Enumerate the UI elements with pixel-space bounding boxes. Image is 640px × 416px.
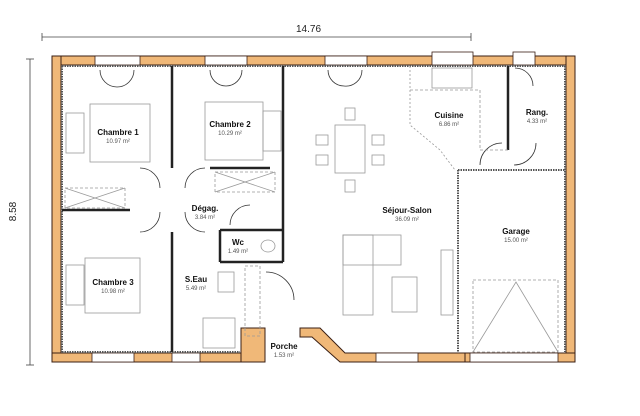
room-area: 6.86 m² <box>438 122 460 128</box>
toilet <box>260 239 276 253</box>
room-area: 15.00 m² <box>504 238 528 244</box>
tv-unit <box>440 249 454 316</box>
furniture <box>64 66 559 353</box>
room-name: S.Eau <box>184 275 208 284</box>
room-name: Chambre 3 <box>92 278 134 287</box>
height-dimension: 8.58 <box>8 201 20 222</box>
room-area: 10.98 m² <box>101 289 125 295</box>
room-name: Wc <box>232 238 244 247</box>
room-name: Chambre 1 <box>97 128 139 137</box>
doors <box>99 67 537 301</box>
washbasin <box>217 271 235 293</box>
room-area: 3.84 m² <box>194 215 216 221</box>
garage-door <box>472 279 559 353</box>
dimension-lines <box>26 33 472 366</box>
insulation-lines <box>61 65 566 353</box>
room-area: 10.29 m² <box>218 131 242 137</box>
windows <box>91 51 559 363</box>
room-wc: Wc 1.49 m² <box>228 238 248 255</box>
room-porche: Porche 1.53 m² <box>270 342 297 359</box>
room-chambre-1: Chambre 1 10.97 m² <box>97 128 138 145</box>
room-rangement: Rang. 4.33 m² <box>526 108 548 125</box>
room-area: 4.33 m² <box>526 119 548 125</box>
room-name: Chambre 2 <box>209 120 251 129</box>
dining-table <box>334 124 366 174</box>
interior-walls <box>62 66 510 352</box>
shower <box>202 317 236 349</box>
exterior-walls <box>51 55 576 363</box>
room-name: Rang. <box>525 108 549 117</box>
sofa <box>342 234 374 316</box>
room-area: 1.53 m² <box>273 353 295 359</box>
room-area: 10.97 m² <box>106 139 130 145</box>
bed-chambre-1 <box>89 103 151 163</box>
sink <box>431 67 473 89</box>
room-cuisine: Cuisine 6.86 m² <box>435 111 464 128</box>
coffee-table <box>391 276 418 313</box>
width-dimension: 14.76 <box>296 24 322 35</box>
room-name: Garage <box>502 227 530 236</box>
room-chambre-2: Chambre 2 10.29 m² <box>209 120 250 137</box>
room-name: Dégag. <box>191 204 219 213</box>
room-sejour-salon: Séjour-Salon 36.09 m² <box>382 206 431 223</box>
room-chambre-3: Chambre 3 10.98 m² <box>92 278 133 295</box>
room-area: 1.49 m² <box>227 249 249 255</box>
room-salle-eau: S.Eau 5.49 m² <box>185 275 207 292</box>
room-name: Porche <box>270 342 298 351</box>
room-garage: Garage 15.00 m² <box>502 227 530 244</box>
room-name: Séjour-Salon <box>382 206 432 215</box>
room-degagement: Dégag. 3.84 m² <box>192 204 219 221</box>
room-area: 5.49 m² <box>185 286 207 292</box>
room-name: Cuisine <box>434 111 464 120</box>
room-area: 36.09 m² <box>395 217 419 223</box>
bed-chambre-3 <box>84 257 141 314</box>
